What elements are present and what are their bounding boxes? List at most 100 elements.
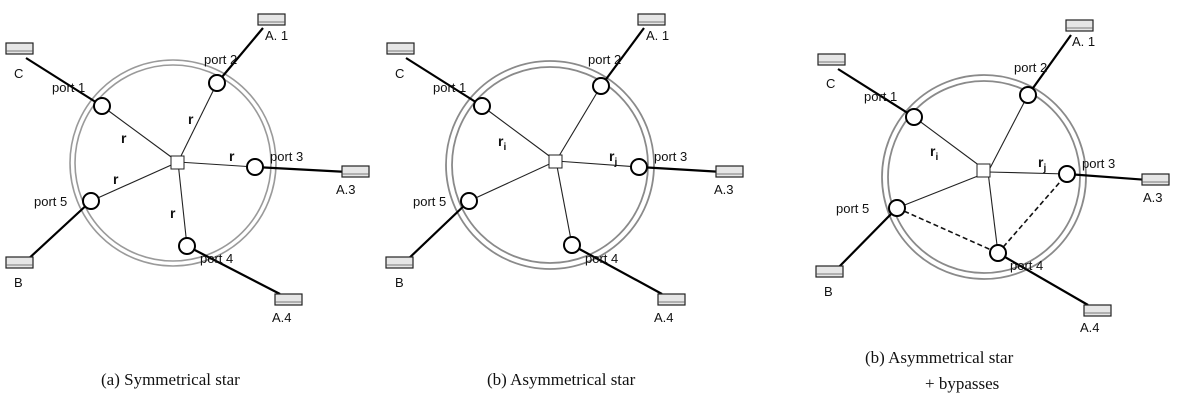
- link-host-a1: [1027, 34, 1072, 96]
- spoke-port-1: [913, 116, 989, 173]
- link-host-a1: [600, 27, 645, 87]
- spoke-port-5: [896, 171, 989, 209]
- spoke-port-5: [90, 161, 179, 202]
- host-c-label: C: [826, 76, 835, 91]
- spoke-port-2: [987, 94, 1029, 173]
- link-host-a3: [1066, 172, 1149, 182]
- ring-outer: [445, 60, 655, 270]
- port-2-label: port 2: [204, 52, 237, 67]
- host-a3-box: [1141, 173, 1170, 186]
- host-b-label: B: [824, 284, 833, 299]
- host-a1-box: [637, 13, 666, 26]
- port-2-node: [592, 77, 610, 95]
- caption-symmetrical: (a) Symmetrical star: [101, 370, 240, 389]
- spoke-port-4: [177, 161, 188, 247]
- ring-outer: [881, 74, 1087, 280]
- host-a4-box: [657, 293, 686, 306]
- spoke-port-5: [468, 160, 557, 202]
- link-host-b: [833, 207, 898, 273]
- host-a1-label: A. 1: [265, 28, 288, 43]
- link-host-a4: [186, 245, 281, 295]
- port-2-node: [208, 74, 226, 92]
- host-a4-box: [1083, 304, 1112, 317]
- link-host-b: [24, 200, 92, 263]
- link-host-c: [837, 68, 915, 118]
- caption-asymmetrical-bypasses: (b) Asymmetrical star: [865, 348, 1014, 367]
- port-4-label: port 4: [200, 251, 233, 266]
- port-3-label: port 3: [1082, 156, 1115, 171]
- radius-label-j: rj: [1038, 154, 1046, 174]
- spoke-port-1: [101, 105, 179, 163]
- host-a3-box: [715, 165, 744, 178]
- host-a3-box: [341, 165, 370, 178]
- port-3-label: port 3: [654, 149, 687, 164]
- spoke-port-3: [555, 160, 640, 168]
- panel-asymmetrical-bypasses: port 1 port 2 port 3 port 4 port 5 C A. …: [815, 19, 1170, 393]
- spoke-port-2: [177, 82, 218, 163]
- ring-inner: [451, 66, 649, 264]
- port-5-label: port 5: [413, 194, 446, 209]
- port-3-node: [630, 158, 648, 176]
- host-a3-label: A.3: [336, 182, 356, 197]
- spoke-port-3: [987, 171, 1068, 175]
- radius-label-1: r: [121, 130, 127, 146]
- host-c-box: [817, 53, 846, 66]
- ring-inner: [74, 64, 272, 262]
- host-c-label: C: [14, 66, 23, 81]
- host-c-label: C: [395, 66, 404, 81]
- host-a1-label: A. 1: [646, 28, 669, 43]
- host-a1-box: [1065, 19, 1094, 32]
- port-5-node: [888, 199, 906, 217]
- radius-label-i: ri: [498, 133, 506, 153]
- hub-node: [548, 154, 563, 169]
- host-b-box: [5, 256, 34, 269]
- port-1-node: [473, 97, 491, 115]
- link-host-a3: [254, 165, 349, 174]
- host-a4-box: [274, 293, 303, 306]
- port-5-node: [82, 192, 100, 210]
- port-4-label: port 4: [585, 251, 618, 266]
- spoke-port-4: [987, 171, 999, 254]
- port-1-label: port 1: [52, 80, 85, 95]
- port-5-label: port 5: [836, 201, 869, 216]
- port-2-node: [1019, 86, 1037, 104]
- port-2-label: port 2: [1014, 60, 1047, 75]
- radius-label-i: ri: [930, 143, 938, 163]
- port-4-label: port 4: [1010, 258, 1043, 273]
- port-3-label: port 3: [270, 149, 303, 164]
- radius-label-5: r: [170, 205, 176, 221]
- bypass-5-4: [896, 207, 999, 254]
- port-2-label: port 2: [588, 52, 621, 67]
- host-a3-label: A.3: [1143, 190, 1163, 205]
- host-a4-label: A.4: [272, 310, 292, 325]
- ring-inner: [887, 80, 1081, 274]
- link-host-a4: [997, 252, 1089, 306]
- radius-label-3: r: [229, 148, 235, 164]
- radius-label-4: r: [113, 171, 119, 187]
- radius-label-j: rj: [609, 148, 617, 168]
- caption-bypasses-line: + bypasses: [925, 374, 999, 393]
- host-c-box: [5, 42, 34, 55]
- host-a4-label: A.4: [654, 310, 674, 325]
- bypass-4-3: [997, 173, 1068, 254]
- port-1-label: port 1: [433, 80, 466, 95]
- spoke-port-3: [177, 161, 256, 168]
- port-1-node: [93, 97, 111, 115]
- hub-node: [170, 155, 185, 170]
- host-b-label: B: [14, 275, 23, 290]
- radius-label-2: r: [188, 111, 194, 127]
- link-host-a1: [216, 27, 264, 84]
- ring-outer: [69, 59, 277, 267]
- port-4-node: [989, 244, 1007, 262]
- port-3-node: [246, 158, 264, 176]
- port-4-node: [563, 236, 581, 254]
- port-3-node: [1058, 165, 1076, 183]
- link-host-b: [404, 200, 470, 263]
- host-a3-label: A.3: [714, 182, 734, 197]
- link-host-c: [25, 57, 103, 107]
- port-5-label: port 5: [34, 194, 67, 209]
- spoke-port-1: [481, 105, 557, 162]
- port-1-label: port 1: [864, 89, 897, 104]
- link-host-c: [405, 57, 483, 107]
